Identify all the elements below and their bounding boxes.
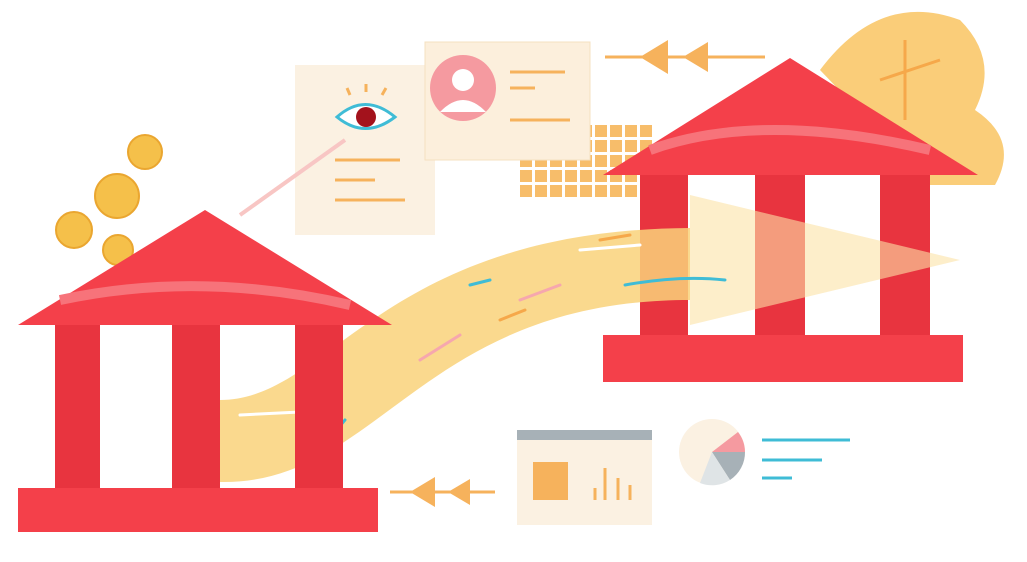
grid-square [595, 185, 607, 197]
arrow-left-top [605, 40, 765, 74]
grid-square [535, 185, 547, 197]
grid-square [550, 170, 562, 182]
chart-image [533, 462, 568, 500]
grid-square [625, 185, 637, 197]
grid-square [610, 140, 622, 152]
pie-chart-icon [679, 419, 746, 486]
grid-square [595, 125, 607, 137]
coins [55, 134, 163, 266]
grid-square [610, 125, 622, 137]
leaf-decoration [820, 11, 1004, 186]
bank-building-right [603, 58, 978, 382]
grid-square [565, 185, 577, 197]
grid-square [595, 155, 607, 167]
grid-square [610, 185, 622, 197]
grid-square [550, 185, 562, 197]
grid-square [625, 125, 637, 137]
legend-lines [762, 438, 850, 480]
arrow-left-bottom [390, 477, 495, 507]
bank-building-left [18, 210, 392, 532]
grid-square [640, 125, 652, 137]
grid-square [535, 170, 547, 182]
grid-square [595, 170, 607, 182]
grid-square [565, 170, 577, 182]
grid-square [625, 140, 637, 152]
profile-card [424, 41, 591, 161]
grid-square [580, 170, 592, 182]
grid-square [595, 140, 607, 152]
coin-icon [94, 173, 140, 219]
chart-card [517, 430, 652, 525]
grid-square [520, 185, 532, 197]
coin-icon [55, 211, 93, 249]
grid-square [520, 170, 532, 182]
grid-square [580, 185, 592, 197]
coin-icon [127, 134, 163, 170]
grid-square [610, 155, 622, 167]
document-with-eye [238, 65, 435, 235]
